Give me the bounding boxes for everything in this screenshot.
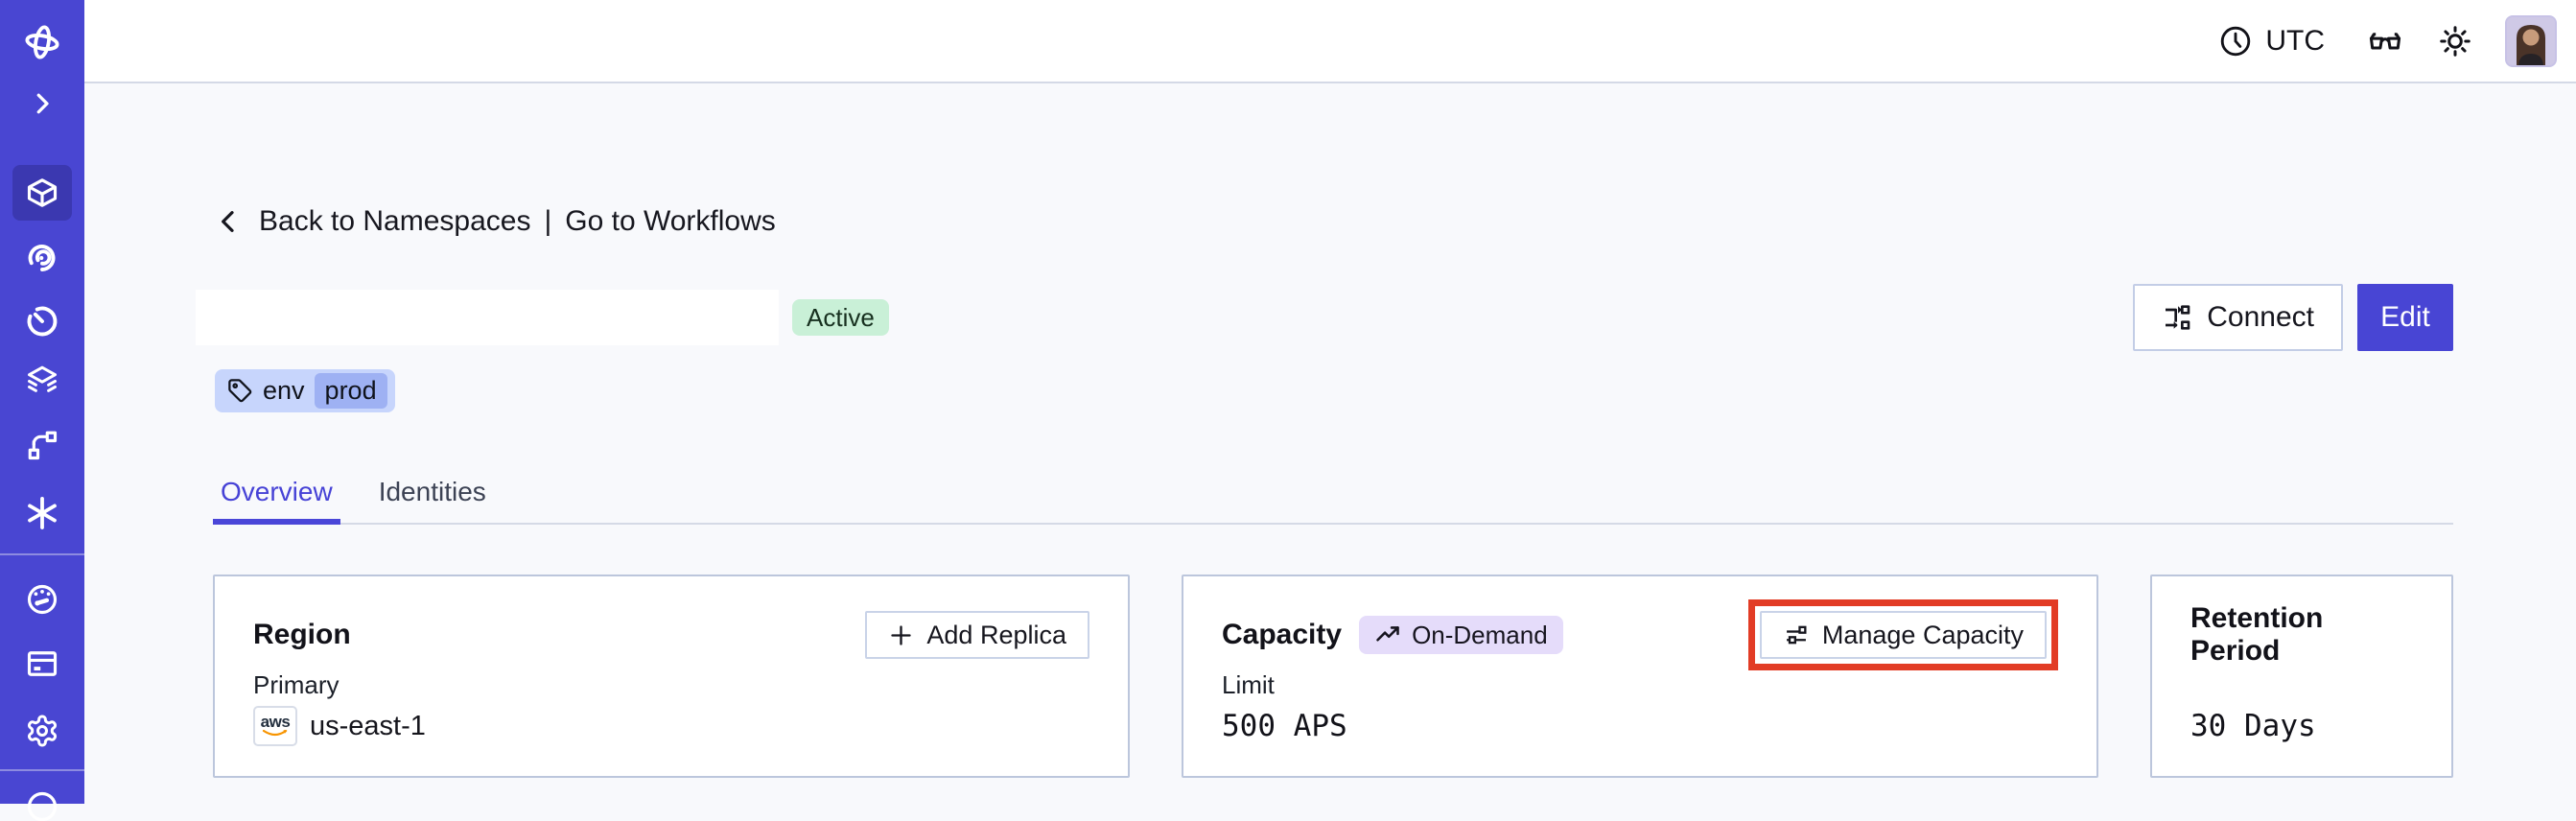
sidebar-item-workflows workflows-spiral-icon[interactable]	[0, 241, 84, 275]
add-replica-button[interactable]: Add Replica	[865, 611, 1089, 659]
glasses-icon	[2369, 32, 2401, 49]
tag-icon	[228, 379, 252, 403]
sidebar-item-batch batch-branch-icon[interactable]	[0, 428, 84, 462]
breadcrumb: Back to Namespaces | Go to Workflows	[213, 203, 2453, 240]
breadcrumb-separator: |	[544, 205, 552, 237]
namespace-header-row: Active Connect Edit	[196, 284, 2453, 351]
go-to-workflows-link[interactable]: Go to Workflows	[565, 205, 776, 237]
region-card: Region Add Replica Primary aws us	[213, 575, 1130, 778]
sidebar-item-schedules schedules-timer-icon[interactable]	[0, 304, 84, 339]
namespace-tag-chip[interactable]: env prod	[215, 369, 395, 412]
on-demand-label: On-Demand	[1412, 620, 1548, 649]
capacity-value: 500 APS	[1222, 709, 1347, 743]
temporal-logo[interactable]	[0, 23, 84, 61]
tag-key: env	[263, 376, 305, 405]
sidebar-item-nexus nexus-asterisk-icon[interactable]	[0, 495, 84, 531]
manage-capacity-label: Manage Capacity	[1821, 620, 2024, 649]
aws-logo-text: aws	[260, 713, 291, 731]
connect-button-label: Connect	[2207, 301, 2314, 333]
add-replica-label: Add Replica	[926, 620, 1066, 649]
tags-row: env prod	[213, 369, 2453, 412]
sidebar-item-billing billing-card-icon[interactable]	[0, 646, 84, 681]
theme-toggle[interactable]	[2438, 24, 2472, 59]
trending-up-icon	[1376, 626, 1399, 642]
retention-card: Retention Period 30 Days	[2150, 575, 2453, 778]
sidebar-divider	[0, 553, 84, 555]
connect-button[interactable]: Connect	[2133, 284, 2343, 351]
aws-logo-icon: aws	[253, 706, 297, 746]
edit-button[interactable]: Edit	[2357, 284, 2453, 351]
tab-bar: Overview Identities	[213, 477, 2453, 525]
region-card-title: Region	[253, 619, 351, 650]
capacity-limit-label: Limit	[1222, 670, 1275, 699]
sliders-icon	[1786, 625, 1807, 645]
main-content: Back to Namespaces | Go to Workflows Act…	[84, 85, 2576, 804]
timezone-selector[interactable]: UTC	[2218, 24, 2325, 59]
brightness-icon	[2440, 25, 2471, 57]
sidebar-expand-icon[interactable]	[0, 89, 84, 118]
clock-icon	[2221, 26, 2251, 56]
capacity-card: Capacity On-Demand	[1182, 575, 2098, 778]
region-value-row: aws us-east-1	[253, 705, 1089, 747]
topbar: UTC	[84, 0, 2576, 83]
sidebar-item-deployments deployments-layers-icon[interactable]	[0, 364, 84, 398]
capacity-card-title: Capacity	[1222, 619, 1343, 650]
timezone-label: UTC	[2265, 24, 2325, 57]
back-chevron-icon[interactable]	[213, 206, 244, 237]
user-avatar[interactable]	[2505, 14, 2557, 67]
sidebar-divider	[0, 769, 84, 771]
sidebar-item-settings settings-gear-icon[interactable]	[0, 714, 84, 748]
sidebar-item-account account-partial-icon[interactable]	[0, 786, 84, 821]
tag-value: prod	[314, 373, 387, 409]
retention-card-title: Retention Period	[2190, 602, 2324, 667]
status-badge: Active	[792, 299, 889, 336]
summary-cards: Region Add Replica Primary aws us	[213, 575, 2453, 778]
action-highlight-box: Manage Capacity	[1747, 599, 2058, 670]
manage-capacity-button[interactable]: Manage Capacity	[1759, 611, 2047, 659]
connect-icon	[2166, 305, 2190, 330]
retention-value: 30 Days	[2190, 709, 2316, 743]
labs-toggle[interactable]	[2367, 23, 2403, 59]
on-demand-badge: On-Demand	[1359, 616, 1563, 654]
sidebar-item-namespaces namespaces-cube-icon[interactable]	[0, 176, 84, 210]
edit-button-label: Edit	[2380, 301, 2430, 333]
region-primary-label: Primary	[253, 670, 340, 699]
tab-overview[interactable]: Overview	[213, 477, 340, 525]
sidebar	[0, 0, 84, 821]
back-to-namespaces-link[interactable]: Back to Namespaces	[259, 205, 531, 237]
region-value: us-east-1	[310, 710, 426, 741]
plus-icon	[891, 624, 912, 645]
namespace-title-redacted	[196, 290, 779, 345]
sidebar-item-usage usage-gauge-icon[interactable]	[0, 582, 84, 617]
tab-identities[interactable]: Identities	[378, 477, 486, 506]
